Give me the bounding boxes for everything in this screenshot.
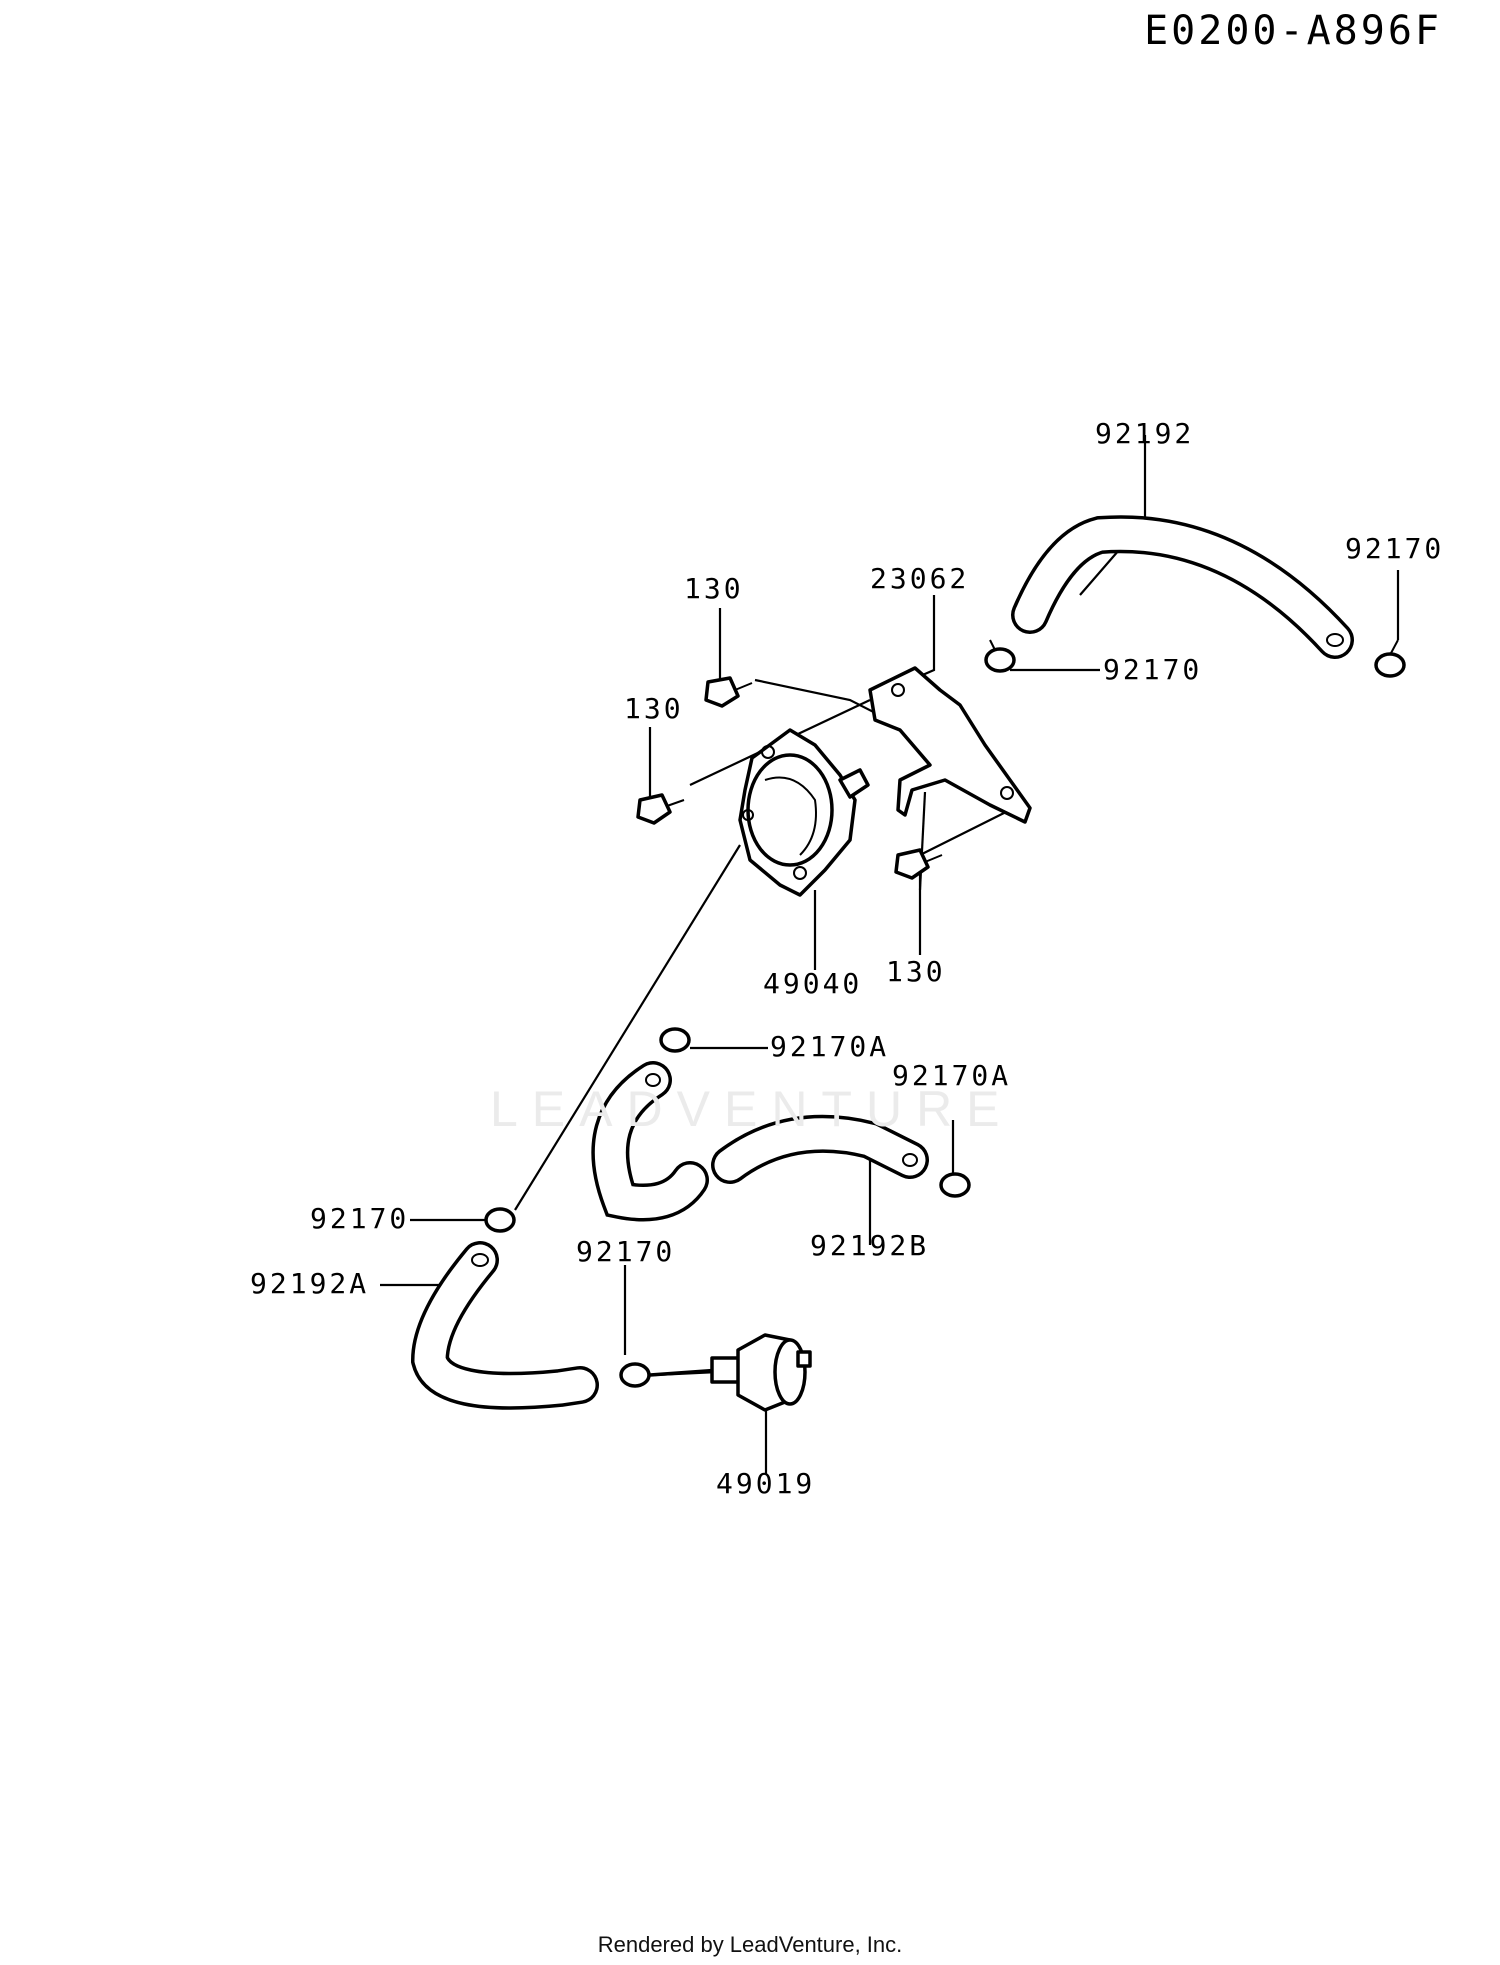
label-92170-low: 92170 bbox=[576, 1235, 676, 1268]
render-credit: Rendered by LeadVenture, Inc. bbox=[597, 1932, 903, 1957]
clamp-92170-top bbox=[1374, 639, 1406, 678]
bolt-130-c bbox=[894, 848, 943, 880]
label-130-a: 130 bbox=[684, 572, 744, 605]
label-92170A-a: 92170A bbox=[770, 1030, 890, 1063]
clamp-92170-left bbox=[484, 1207, 516, 1233]
label-49040: 49040 bbox=[763, 967, 863, 1000]
hose-92192B bbox=[591, 1061, 929, 1222]
leader-lines bbox=[380, 435, 1400, 1475]
label-130-c: 130 bbox=[886, 955, 946, 988]
label-92170-left: 92170 bbox=[310, 1202, 410, 1235]
label-92170-mid: 92170 bbox=[1103, 653, 1203, 686]
clamp-92170A-a bbox=[659, 1027, 691, 1053]
watermark: LEADVENTURE bbox=[490, 1081, 1014, 1137]
label-92192B: 92192B bbox=[810, 1229, 930, 1262]
label-130-b: 130 bbox=[624, 692, 684, 725]
label-23062: 23062 bbox=[870, 562, 970, 595]
fuel-pump-49040 bbox=[738, 728, 870, 897]
bracket-23062 bbox=[868, 666, 1032, 824]
clamp-92170A-b bbox=[939, 1172, 971, 1198]
label-92170A-b: 92170A bbox=[892, 1059, 1012, 1092]
hose-92192 bbox=[1011, 515, 1354, 659]
label-92192A: 92192A bbox=[250, 1267, 370, 1300]
clamp-92170-low bbox=[619, 1362, 651, 1388]
fuel-filter-49019 bbox=[648, 1333, 812, 1412]
bolt-130-b bbox=[636, 793, 685, 825]
hose-92192A bbox=[410, 1241, 599, 1410]
label-92170-top: 92170 bbox=[1345, 532, 1445, 565]
label-49019: 49019 bbox=[716, 1467, 816, 1500]
clamp-92170-mid bbox=[984, 639, 1016, 673]
bolt-130-a bbox=[704, 676, 753, 708]
label-92192: 92192 bbox=[1095, 417, 1195, 450]
diagram-code: E0200-A896F bbox=[1144, 8, 1442, 54]
